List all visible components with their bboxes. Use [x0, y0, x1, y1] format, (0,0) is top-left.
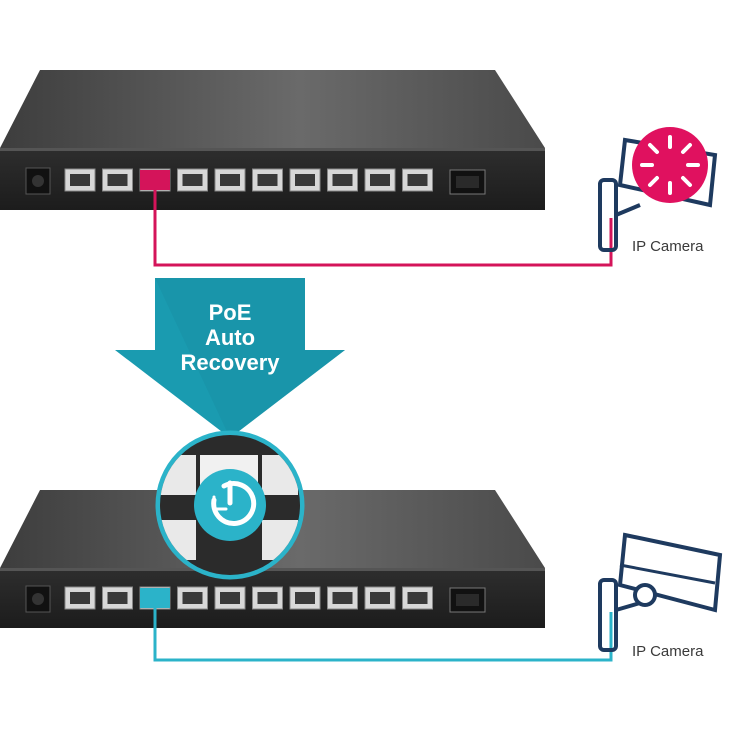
- rj45-port-socket: [257, 592, 278, 604]
- rj45-port-socket: [257, 174, 278, 186]
- top-camera-label: IP Camera: [632, 238, 704, 255]
- arrow-line-2: Auto: [204, 325, 256, 350]
- top-switch: [0, 70, 545, 210]
- rj45-port-socket: [407, 174, 428, 186]
- rj45-port-socket: [182, 174, 203, 186]
- rj45-port-socket: [332, 592, 353, 604]
- rj45-port-socket: [70, 592, 90, 604]
- rj45-port-socket: [70, 174, 90, 186]
- rj45-port-socket: [370, 592, 390, 604]
- rj45-port-socket: [370, 174, 390, 186]
- rj45-port-socket: [220, 592, 240, 604]
- rj45-port-socket: [182, 592, 203, 604]
- bottom-active-port: [140, 588, 170, 608]
- rj45-port-socket: [107, 174, 128, 186]
- bottom-cable: [153, 608, 613, 662]
- bottom-switch: [0, 490, 545, 628]
- power-recovery-icon: [211, 480, 257, 526]
- arrow-line-3: Recovery: [180, 350, 280, 375]
- loading-spinner-icon: [632, 127, 708, 203]
- port-zoom-circle: [155, 430, 305, 580]
- rj45-port-socket: [220, 174, 240, 186]
- rj45-port-socket: [407, 592, 428, 604]
- top-active-port: [140, 170, 170, 190]
- top-cable: [153, 190, 613, 267]
- rj45-port-socket: [332, 174, 353, 186]
- arrow-line-1: PoE: [208, 300, 252, 325]
- ip-camera-icon: [598, 532, 723, 652]
- rj45-port-socket: [295, 592, 315, 604]
- rj45-port-socket: [107, 592, 128, 604]
- poe-auto-recovery-arrow: [115, 278, 345, 438]
- rj45-port-socket: [295, 174, 315, 186]
- bottom-camera-label: IP Camera: [632, 643, 704, 660]
